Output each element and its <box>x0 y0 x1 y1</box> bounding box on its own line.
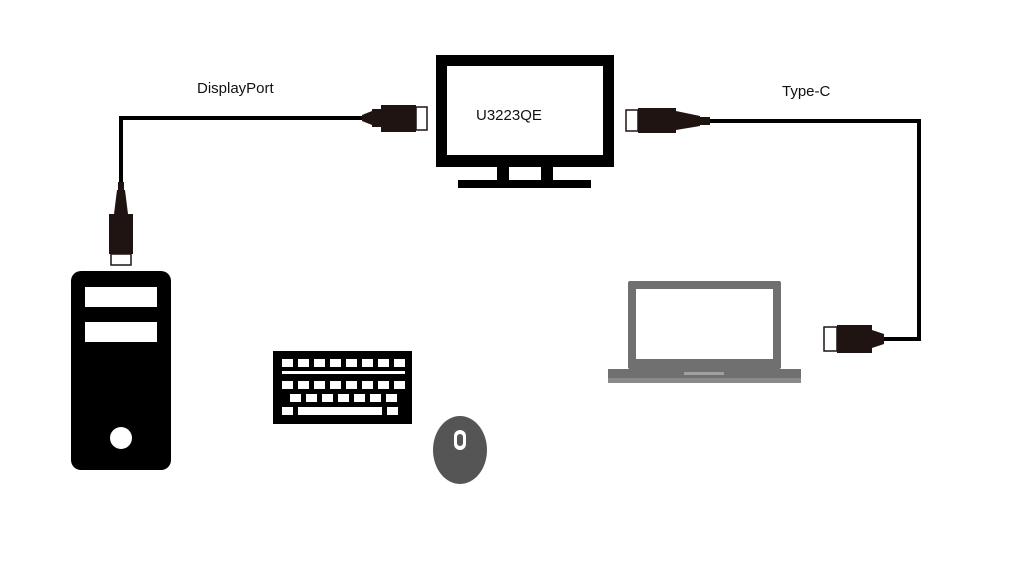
keyboard-key <box>298 407 382 415</box>
keyboard-key <box>354 394 365 402</box>
keyboard-key <box>290 394 301 402</box>
keyboard-key <box>298 381 309 389</box>
type-c-cable <box>700 119 921 341</box>
laptop-icon <box>608 281 801 383</box>
keyboard-icon <box>273 351 412 424</box>
keyboard-key <box>282 359 293 367</box>
keyboard-key <box>394 381 405 389</box>
displayport-plug-tower <box>109 182 133 266</box>
keyboard-key <box>306 394 317 402</box>
keyboard-key <box>378 381 389 389</box>
displayport-cable <box>119 116 366 186</box>
keyboard-key <box>298 359 309 367</box>
type-c-plug-monitor <box>625 108 710 133</box>
keyboard-key <box>362 381 373 389</box>
keyboard-key <box>314 359 325 367</box>
desktop-tower-icon <box>71 271 171 470</box>
keyboard-key <box>330 359 341 367</box>
keyboard-key <box>282 371 405 374</box>
monitor-model-label: U3223QE <box>476 107 542 124</box>
keyboard-key <box>346 359 357 367</box>
keyboard-key <box>394 359 405 367</box>
keyboard-key <box>282 407 293 415</box>
keyboard-key <box>387 407 398 415</box>
type-c-plug-laptop <box>823 325 884 353</box>
keyboard-key <box>322 394 333 402</box>
keyboard-key <box>386 394 397 402</box>
mouse-icon <box>433 416 487 484</box>
keyboard-key <box>282 381 293 389</box>
displayport-plug-monitor <box>362 105 428 132</box>
keyboard-key <box>346 381 357 389</box>
keyboard-key <box>330 381 341 389</box>
keyboard-key <box>338 394 349 402</box>
keyboard-key <box>370 394 381 402</box>
type-c-cable-label: Type-C <box>782 83 831 100</box>
displayport-cable-label: DisplayPort <box>197 80 275 97</box>
keyboard-key <box>378 359 389 367</box>
keyboard-key <box>314 381 325 389</box>
monitor-icon <box>436 55 614 188</box>
keyboard-key <box>362 359 373 367</box>
